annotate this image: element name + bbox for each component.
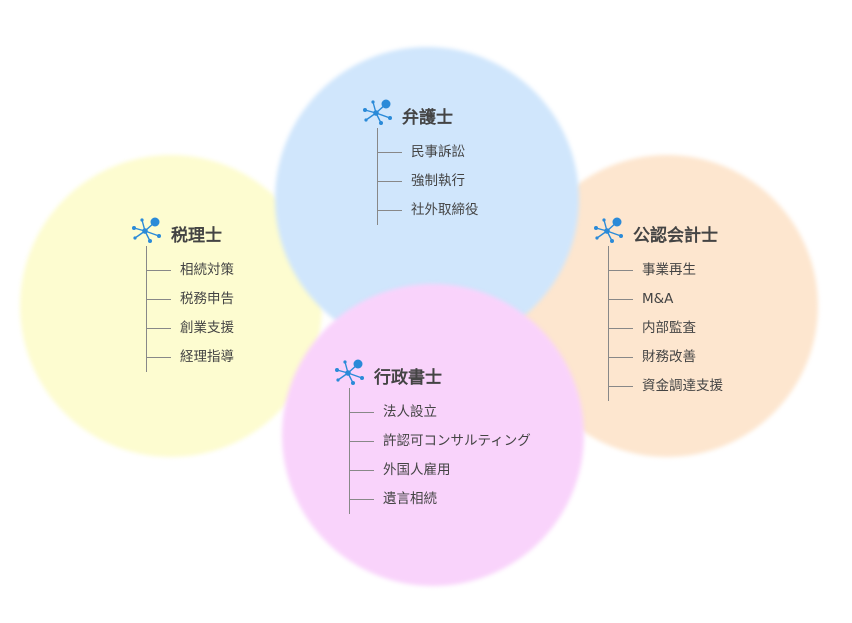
group-lawyer: 弁護士 民事訴訟 強制執行 社外取締役 bbox=[362, 99, 479, 225]
list-item: 財務改善 bbox=[609, 343, 723, 372]
list-item: 法人設立 bbox=[350, 398, 531, 427]
list-item: 資金調達支援 bbox=[609, 372, 723, 401]
group-title: 公認会計士 bbox=[633, 225, 718, 246]
list-item: 相続対策 bbox=[147, 256, 234, 285]
list-item: 許認可コンサルティング bbox=[350, 427, 531, 456]
network-icon bbox=[362, 98, 402, 133]
group-title: 税理士 bbox=[171, 225, 222, 246]
network-icon bbox=[131, 216, 171, 251]
list-item: 経理指導 bbox=[147, 343, 234, 372]
list-item: M&A bbox=[609, 285, 723, 314]
group-title: 弁護士 bbox=[402, 107, 453, 128]
list-item: 創業支援 bbox=[147, 314, 234, 343]
list-item: 社外取締役 bbox=[378, 196, 479, 225]
group-title: 行政書士 bbox=[374, 367, 442, 388]
group-administrative-scrivener: 行政書士 法人設立 許認可コンサルティング 外国人雇用 遺言相続 bbox=[334, 359, 531, 514]
group-tax-accountant: 税理士 相続対策 税務申告 創業支援 経理指導 bbox=[131, 217, 234, 372]
list-item: 内部監査 bbox=[609, 314, 723, 343]
list-item: 外国人雇用 bbox=[350, 456, 531, 485]
list-item: 遺言相続 bbox=[350, 485, 531, 514]
group-cpa: 公認会計士 事業再生 M&A 内部監査 財務改善 資金調達支援 bbox=[593, 217, 723, 401]
network-icon bbox=[593, 216, 633, 251]
list-item: 税務申告 bbox=[147, 285, 234, 314]
list-item: 事業再生 bbox=[609, 256, 723, 285]
list-item: 民事訴訟 bbox=[378, 138, 479, 167]
list-item: 強制執行 bbox=[378, 167, 479, 196]
network-icon bbox=[334, 358, 374, 393]
